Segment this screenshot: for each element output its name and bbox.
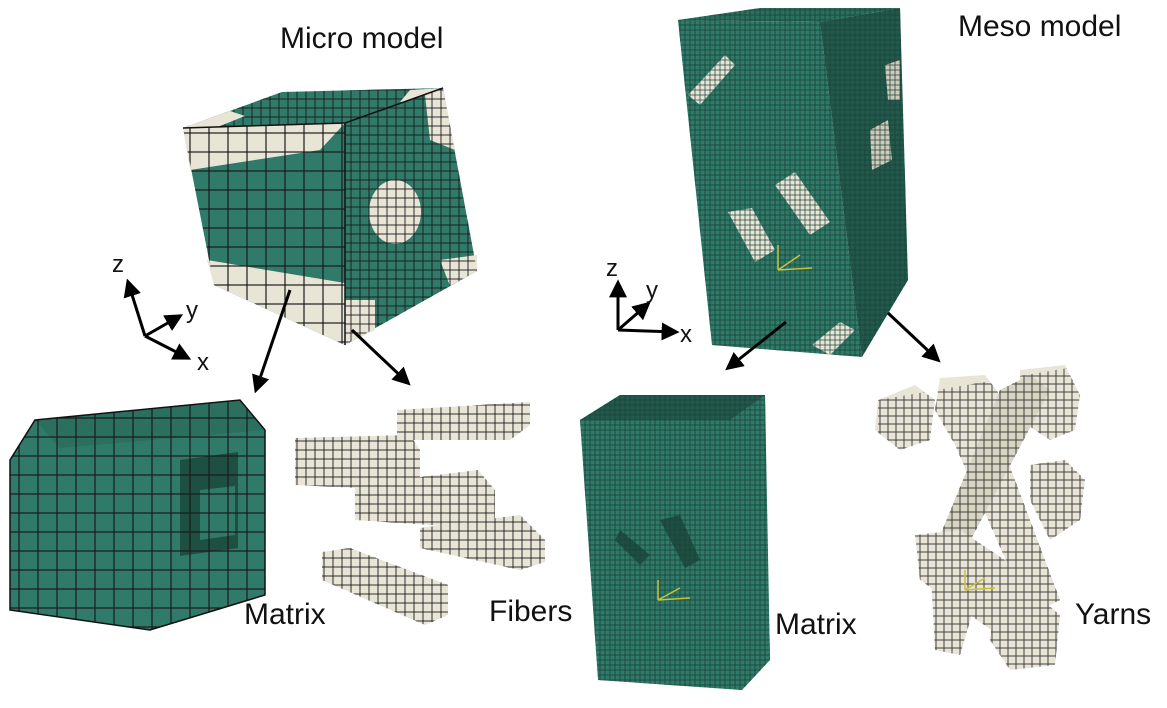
meso-axis-x-label: x <box>680 321 692 348</box>
meso-yarns <box>875 365 1085 670</box>
micro-fibers <box>295 402 545 625</box>
fiber-5 <box>322 548 448 625</box>
arrow-micro-to-matrix <box>252 289 292 394</box>
micro-fibers-label: Fibers <box>489 595 573 628</box>
meso-axes: z y x <box>606 255 692 348</box>
micro-model-cube <box>182 87 477 345</box>
meso-model-title: Meso model <box>958 10 1122 43</box>
micro-model-title: Micro model <box>280 22 444 55</box>
micro-axis-x-label: x <box>197 349 209 376</box>
meso-matrix-label: Matrix <box>775 608 857 641</box>
micro-matrix-label: Matrix <box>244 598 326 631</box>
arrow-meso-to-matrix <box>725 320 787 371</box>
meso-matrix-mesh <box>580 395 770 690</box>
micro-matrix-mesh <box>9 399 266 631</box>
decomposition-arrows <box>252 289 941 394</box>
fiber-3 <box>355 470 495 528</box>
meso-yarns-label: Yarns <box>1075 598 1152 631</box>
arrow-meso-to-yarns <box>886 311 941 363</box>
meso-axis-z-label: z <box>606 255 618 282</box>
fiber-2 <box>295 435 420 490</box>
micro-axis-y-label: y <box>186 297 198 324</box>
meso-model-block <box>678 8 908 357</box>
arrow-micro-to-fibers <box>350 328 411 386</box>
meso-axis-y-label: y <box>646 277 658 304</box>
fiber-4 <box>420 515 545 570</box>
micro-axis-z-label: z <box>112 251 124 278</box>
fiber-1 <box>397 402 530 440</box>
micro-axes: z y x <box>112 251 209 376</box>
